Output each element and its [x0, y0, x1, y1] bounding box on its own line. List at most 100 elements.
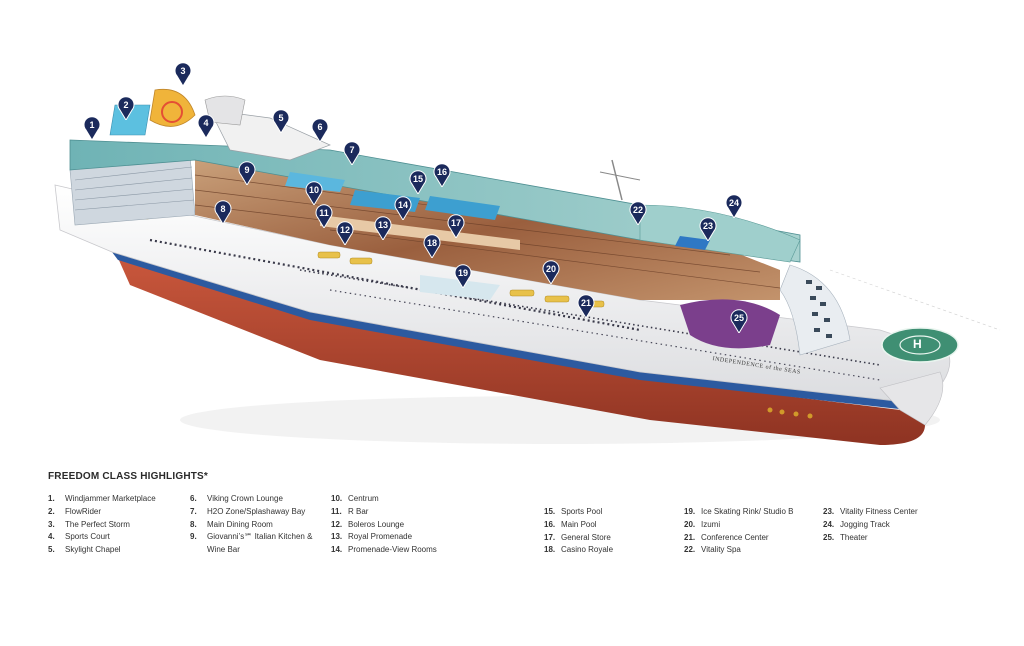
legend-item-label: Promenade-View Rooms	[348, 545, 437, 555]
portholes	[149, 238, 881, 381]
legend-item: 8.Main Dining Room	[190, 519, 327, 532]
legend-item: 7. H2O Zone/Splashaway Bay	[190, 506, 327, 519]
legend-item-number: 8.	[190, 519, 197, 529]
legend-item-number: 11.	[331, 506, 342, 516]
perfect-storm	[149, 88, 196, 127]
legend-item: 17.General Store	[544, 532, 681, 545]
legend-item-label: Royal Promenade	[348, 532, 413, 542]
marker-label: 20	[545, 264, 556, 274]
marker-25: 25	[730, 309, 748, 333]
legend-item-number: 7.	[190, 506, 197, 516]
marker-9: 9	[238, 161, 256, 185]
legend-item-number: 3.	[48, 519, 55, 529]
legend-item-label: Sports Court	[65, 532, 110, 542]
marker-1: 1	[83, 116, 101, 140]
marker-12: 12	[336, 221, 354, 245]
legend-item-label: Sports Pool	[561, 507, 603, 516]
legend-item: 2. FlowRider	[48, 506, 185, 519]
marker-2: 2	[117, 96, 135, 120]
marker-label: 3	[180, 66, 186, 76]
marker-label: 16	[436, 167, 447, 177]
legend-item-number: 24.	[823, 519, 835, 529]
legend-item-label: R Bar	[348, 506, 369, 516]
marker-14: 14	[394, 196, 412, 220]
legend-item: 18. Casino Royale	[544, 544, 681, 557]
marker-label: 19	[457, 268, 468, 278]
marker-6: 6	[311, 118, 329, 142]
legend-item-label: Casino Royale	[561, 545, 614, 555]
waterline-stripe	[112, 252, 908, 410]
legend-item-number: 18.	[544, 545, 556, 555]
legend-item-label: Conference Center	[701, 532, 769, 542]
legend-item: 14.Promenade-View Rooms	[331, 544, 468, 557]
marker-8: 8	[214, 200, 232, 224]
legend-item-label: Vitality Spa	[701, 545, 741, 555]
marker-4: 4	[197, 114, 215, 138]
marker-15: 15	[409, 170, 427, 194]
marker-label: 22	[632, 205, 643, 215]
marker-label: 8	[220, 204, 226, 214]
legend-item: 21.Conference Center	[684, 532, 821, 545]
marker-label: 18	[426, 238, 437, 248]
legend-title: FREEDOM CLASS HIGHLIGHTS*	[48, 471, 209, 482]
legend-item-number: 25.	[823, 532, 835, 542]
forward-deck	[639, 204, 801, 263]
legend-item: 23.Vitality Fitness Center	[823, 506, 960, 519]
interior-cutaway	[195, 160, 780, 300]
marker-24: 24	[725, 194, 743, 218]
legend-item-label: Izumi	[701, 519, 721, 529]
flowrider	[109, 104, 151, 136]
marker-5: 5	[272, 109, 290, 133]
legend-item-label: Theater	[840, 532, 868, 542]
legend-item-label: FlowRider	[65, 506, 102, 516]
legend-item-label: H2O Zone/Splashaway Bay	[207, 506, 306, 516]
promenade	[320, 215, 520, 250]
legend-item: 3.The Perfect Storm	[48, 519, 185, 532]
marker-20: 20	[542, 260, 560, 284]
marker-label: 7	[349, 145, 355, 155]
marker-21: 21	[577, 294, 595, 318]
legend-item-number: 2.	[48, 506, 55, 516]
marker-label: 1	[89, 120, 95, 130]
legend-item-number: 6.	[190, 494, 197, 503]
legend-item-label: Ice Skating Rink/ Studio B	[701, 507, 794, 516]
legend-item: 24. Jogging Track	[823, 519, 960, 532]
marker-19: 19	[454, 264, 472, 288]
marker-label: 4	[203, 118, 209, 128]
legend-item: 9.Giovanni’s℠ Italian Kitchen & Wine Bar	[190, 531, 327, 557]
legend-item-label: Main Pool	[561, 519, 597, 529]
legend-item-number: 15.	[544, 507, 556, 516]
legend-item: 19.Ice Skating Rink/ Studio B	[684, 506, 821, 519]
main-pool	[425, 196, 500, 220]
helipad-letter: H	[913, 337, 922, 351]
legend-item: 11. R Bar	[331, 506, 468, 519]
marker-label: 24	[728, 198, 739, 208]
marker-23: 23	[699, 217, 717, 241]
legend-item-number: 5.	[48, 545, 55, 555]
legend-item-label: Viking Crown Lounge	[207, 494, 283, 503]
marker-10: 10	[305, 181, 323, 205]
forward-balconies	[779, 264, 851, 356]
marker-22: 22	[629, 201, 647, 225]
marker-17: 17	[447, 214, 465, 238]
legend-item: 6. Viking Crown Lounge	[190, 493, 327, 506]
lower-hull	[118, 258, 925, 445]
marker-label: 12	[339, 225, 350, 235]
marker-18: 18	[423, 234, 441, 258]
marker-3: 3	[174, 62, 192, 86]
legend-column: 6. Viking Crown Lounge 7. H2O Zone/Splashaw…	[190, 493, 327, 557]
marker-label: 6	[317, 122, 323, 132]
legend-item: 16.Main Pool	[544, 519, 681, 532]
legend-item-number: 23.	[823, 507, 835, 516]
legend-item: 4.Sports Court	[48, 531, 185, 544]
legend-item-label: Jogging Track	[840, 519, 890, 529]
legend-item-number: 9.	[190, 532, 197, 542]
legend-item-number: 17.	[544, 532, 556, 542]
legend-item-number: 10.	[331, 494, 343, 503]
legend-item: 10.Centrum	[331, 493, 468, 506]
